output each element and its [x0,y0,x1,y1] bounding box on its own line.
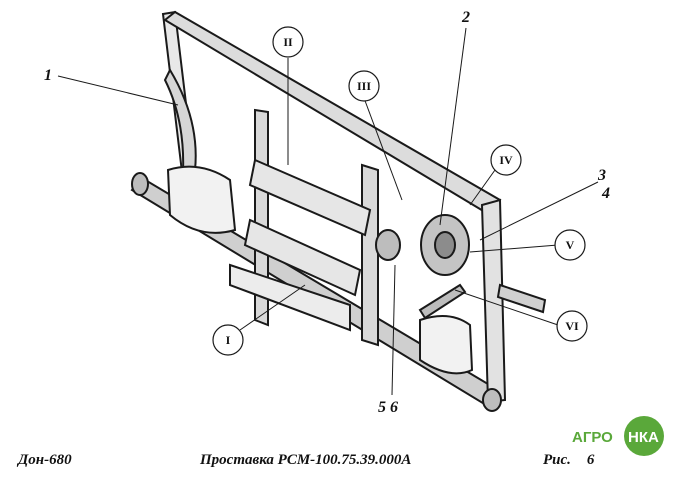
mid-upright-right [361,163,379,347]
drum-right [419,315,474,375]
output-shaft [496,283,547,314]
leader-5-6 [391,264,396,396]
roller-lower [243,218,362,297]
figure-label: Рис. [543,452,571,468]
logo-text-right: НКА [628,429,659,446]
leader-IV [469,169,496,206]
gear-drive-inner [434,231,456,259]
machine-model: Дон-680 [18,452,72,468]
callout-II: II [283,35,293,49]
logo-circle [624,416,664,456]
callout-circle-VI [556,310,588,342]
beam-end-cap-left [131,172,149,196]
frame-right-post [480,198,507,404]
callout-V: V [566,238,575,252]
leader-3 [479,181,599,241]
leader-2 [439,27,467,226]
drawing-title: Проставка РСМ-100.75.39.000А [200,452,412,468]
agronka-logo: АГРО НКА [572,416,664,456]
drum-left [166,165,237,234]
lever-arm [418,283,467,320]
callout-2: 2 [461,9,470,26]
gear-small [375,229,401,261]
callout-circle-I [212,324,244,356]
logo-text-left: АГРО [572,429,613,446]
callout-3: 3 [597,167,606,184]
leader-III [363,97,403,201]
callout-1: 1 [44,67,52,84]
leader-1 [57,75,179,106]
callout-VI: VI [565,319,579,333]
leader-VI [454,289,559,326]
callout-IV: IV [499,153,513,167]
callout-circle-IV [490,144,522,176]
figure-number: 6 [586,452,595,468]
leader-I [239,284,306,331]
leader-V [469,244,559,253]
callout-circle-V [554,229,586,261]
callout-5-6: 5 6 [378,399,398,416]
beam-end-cap-right [482,388,502,412]
base-plate [229,263,351,332]
figure-caption: Рис. 6 [543,452,594,469]
callout-circle-II [272,26,304,58]
callout-I: I [226,333,231,347]
callout-4: 4 [601,185,610,202]
callout-III: III [357,79,371,93]
roller-upper [248,158,372,237]
callout-circle-III [348,70,380,102]
